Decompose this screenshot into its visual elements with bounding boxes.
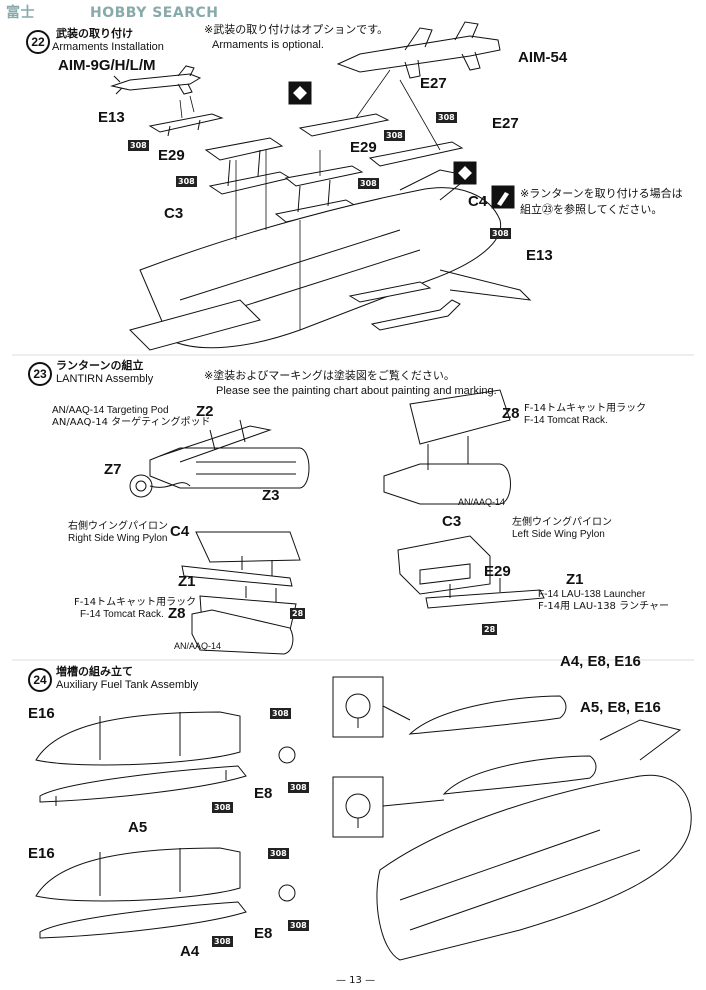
page-number: — 13 —	[336, 975, 376, 986]
step-22-number: 22	[26, 30, 50, 54]
rack2-label-jp: F-14トムキャット用ラック	[74, 597, 197, 608]
label-z1-left: Z1	[178, 573, 196, 590]
paint-badge-28: 28	[290, 608, 306, 619]
watermark-site: HOBBY SEARCH	[90, 5, 219, 21]
aim9-missile	[110, 65, 202, 95]
arrow-icon-right	[453, 161, 477, 185]
left-wing-pylon-assembly	[397, 535, 545, 609]
right-wing-pylon-assembly	[181, 531, 301, 655]
label-e13-upper: E13	[98, 109, 125, 126]
label-c3-step23: C3	[442, 513, 462, 530]
right-pylon-jp: 右側ウイングパイロン	[68, 521, 168, 532]
paint-badge-308: 308	[490, 228, 511, 239]
paint-badge-308: 308	[212, 936, 233, 947]
painting-note-jp: ※塗装およびマーキングは塗装図をご覧ください。	[204, 369, 455, 382]
lantirn-pod-right	[383, 389, 511, 505]
paint-badge-308: 308	[128, 140, 149, 151]
armaments-note-en: Armaments is optional.	[212, 39, 324, 51]
label-c3: C3	[164, 205, 184, 222]
paint-badge-308: 308	[268, 848, 289, 859]
step-22-title-jp: 武装の取り付け	[56, 27, 133, 40]
paint-badge-308: 308	[384, 130, 405, 141]
e13-rail-lower	[348, 281, 461, 331]
step-24-number: 24	[28, 668, 52, 692]
detail-insets	[332, 676, 445, 838]
label-e29-step23: E29	[484, 563, 511, 580]
fuel-tank-top	[35, 711, 296, 806]
label-aim54: AIM-54	[518, 49, 568, 66]
paint-badge-308: 308	[212, 802, 233, 813]
paint-badge-308: 308	[358, 178, 379, 189]
step-23-number: 23	[28, 362, 52, 386]
aim54-missile	[336, 21, 501, 79]
paint-badge-308: 308	[288, 782, 309, 793]
label-e29-a: E29	[158, 147, 185, 164]
label-z2: Z2	[196, 403, 214, 420]
watermark-logo: 富士	[6, 5, 35, 21]
label-e16-bottom: E16	[28, 845, 55, 862]
right-pylon-en: Right Side Wing Pylon	[68, 533, 168, 544]
rack-label-jp: F-14トムキャット用ラック	[524, 403, 647, 414]
step-23-title-jp: ランターンの組立	[56, 359, 144, 372]
aircraft-fuselage-step24	[376, 695, 692, 961]
armaments-note-jp: ※武装の取り付けはオプションです。	[204, 23, 389, 36]
rack-label-en: F-14 Tomcat Rack.	[524, 415, 608, 426]
step-24-title-en: Auxiliary Fuel Tank Assembly	[56, 679, 199, 691]
paint-badge-308: 308	[176, 176, 197, 187]
step-22-title-en: Armaments Installation	[52, 41, 164, 53]
pod-caption-right: AN/AAQ-14	[458, 497, 506, 507]
label-e27-a: E27	[420, 75, 447, 92]
left-pylon-en: Left Side Wing Pylon	[512, 529, 605, 540]
aircraft-fuselage-step22	[129, 169, 532, 351]
arrow-icon-left	[288, 81, 312, 105]
label-e29-b: E29	[350, 139, 377, 156]
label-z1-right: Z1	[566, 571, 584, 588]
e29-pylon-left	[204, 137, 292, 195]
label-a5-e8-e16: A5, E8, E16	[580, 699, 661, 716]
label-c4: C4	[468, 193, 488, 210]
pod-caption-left: AN/AAQ-14	[174, 641, 222, 651]
pod-label-en: AN/AAQ-14 Targeting Pod	[52, 405, 169, 416]
label-a5: A5	[128, 819, 148, 836]
label-e8-top: E8	[254, 785, 273, 802]
label-e27-b: E27	[492, 115, 519, 132]
pod-label-jp: AN/AAQ-14 ターゲティングポッド	[52, 417, 211, 428]
e13-rail-upper	[148, 113, 224, 137]
paint-badge-308: 308	[288, 920, 309, 931]
label-z7: Z7	[104, 461, 122, 478]
launcher-label-en: F-14 LAU-138 Launcher	[538, 589, 646, 600]
paint-brush-icon	[491, 185, 515, 209]
step-23-title-en: LANTIRN Assembly	[56, 373, 154, 385]
lantern-note-line1: ※ランターンを取り付ける場合は	[520, 187, 683, 200]
paint-badge-308: 308	[436, 112, 457, 123]
lantirn-pod-left	[129, 419, 310, 498]
label-e13-lower: E13	[526, 247, 553, 264]
label-z3: Z3	[262, 487, 280, 504]
rack2-label-en: F-14 Tomcat Rack.	[80, 609, 164, 620]
label-a4: A4	[180, 943, 200, 960]
step-24-title-jp: 増槽の組み立て	[56, 665, 133, 678]
label-z8-lower: Z8	[168, 605, 186, 622]
lantern-note-line2: 組立㉓を参照してください。	[520, 203, 663, 216]
label-aim9: AIM-9G/H/L/M	[58, 57, 156, 74]
painting-note-en: Please see the painting chart about pain…	[216, 385, 497, 397]
label-e8-bottom: E8	[254, 925, 273, 942]
label-e16-top: E16	[28, 705, 55, 722]
fuel-tank-bottom	[35, 847, 296, 939]
label-z8-upper: Z8	[502, 405, 520, 422]
label-c4-step23: C4	[170, 523, 190, 540]
left-pylon-jp: 左側ウイングパイロン	[512, 517, 612, 528]
step22-guide-lines	[179, 69, 441, 330]
label-a4-e8-e16: A4, E8, E16	[560, 653, 641, 670]
paint-badge-28: 28	[482, 624, 498, 635]
launcher-label-jp: F-14用 LAU-138 ランチャー	[538, 601, 669, 612]
paint-badge-308: 308	[270, 708, 291, 719]
